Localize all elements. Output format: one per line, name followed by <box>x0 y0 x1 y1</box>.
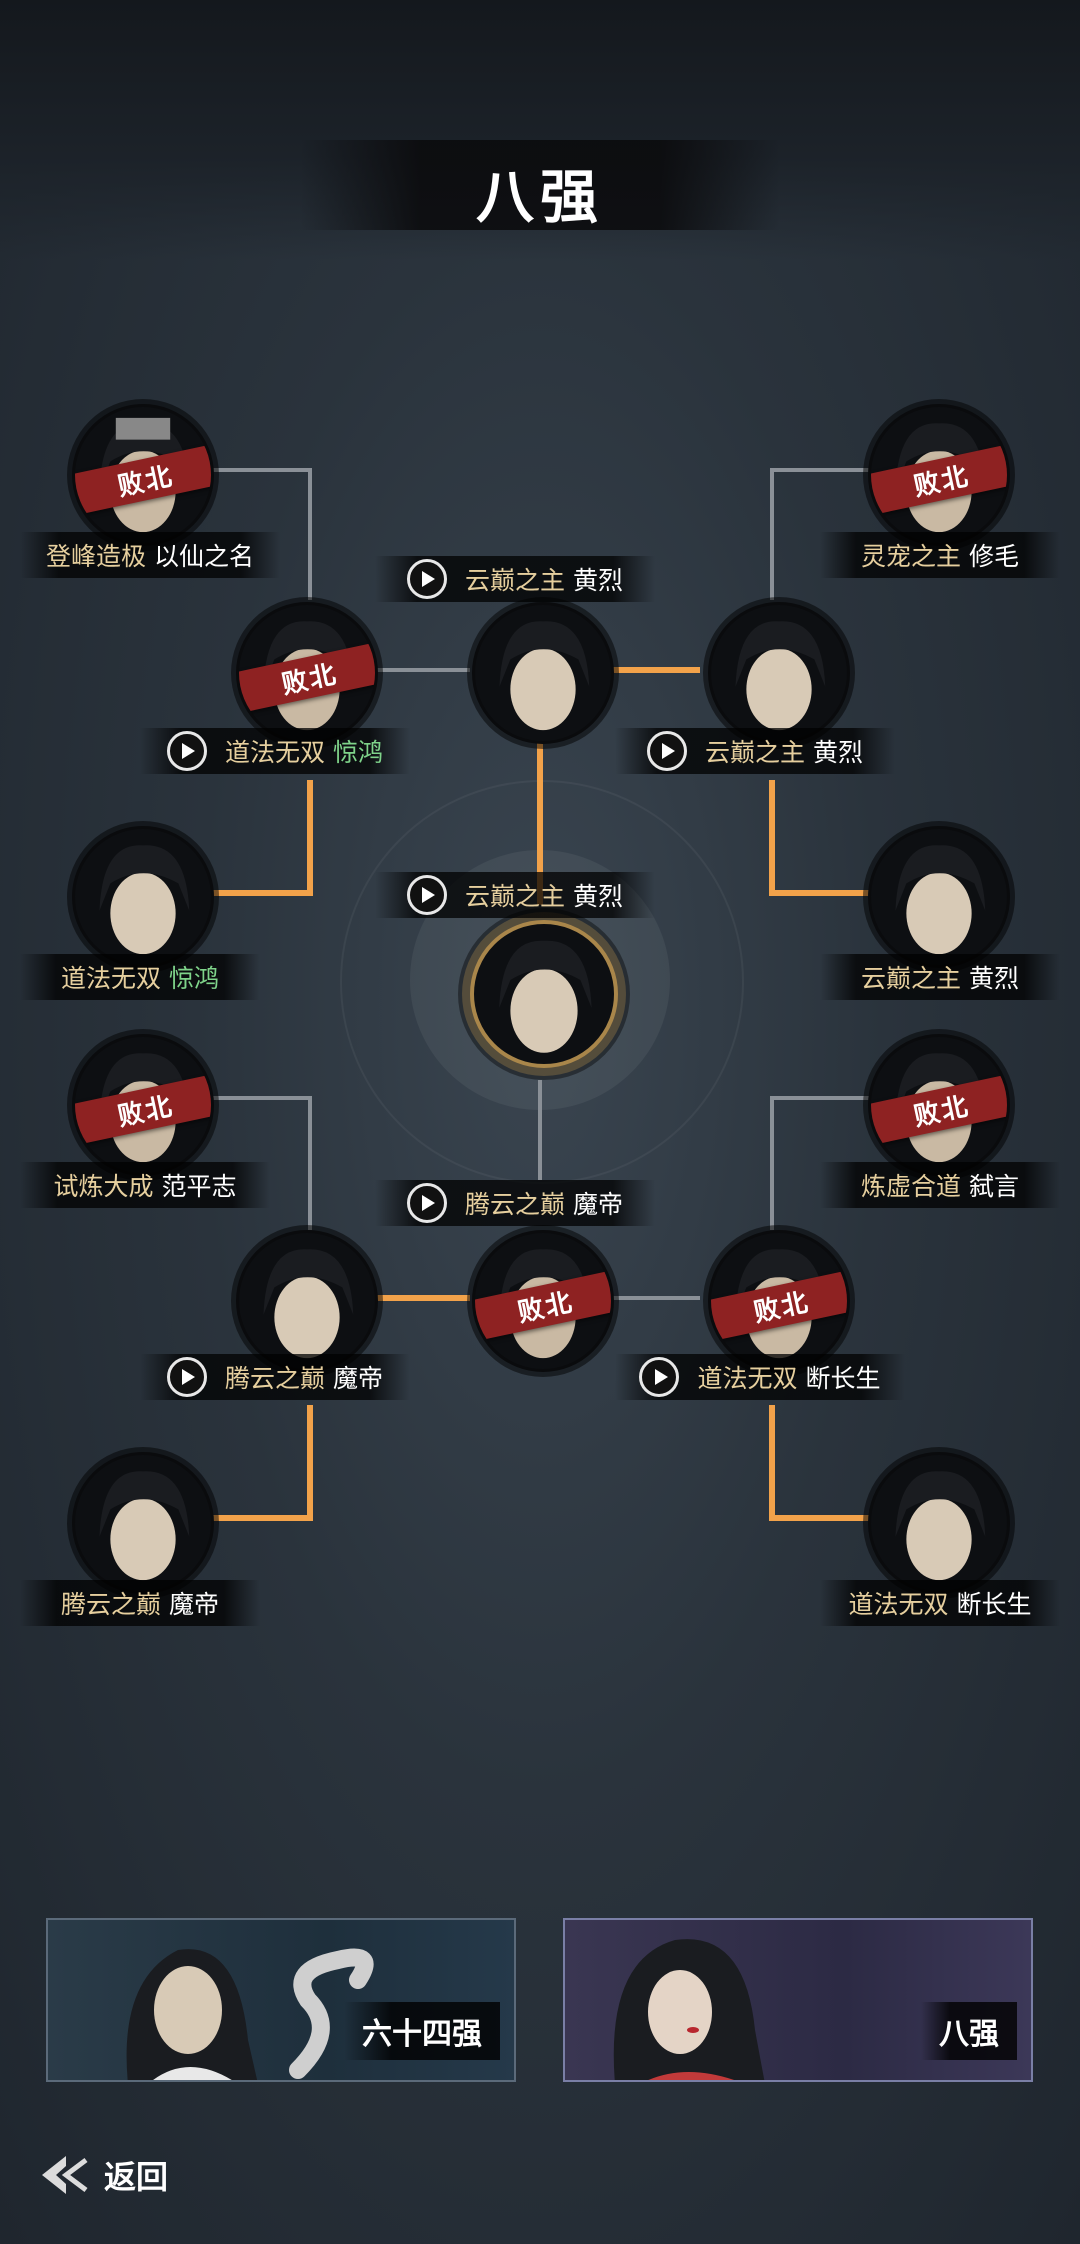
player-avatar-m2[interactable]: 败北 <box>236 602 378 744</box>
tab-round-of-64-label: 六十四强 <box>344 2002 500 2060</box>
player-avatar-m1[interactable] <box>472 602 614 744</box>
player-avatar-m6[interactable]: 败北 <box>708 1230 850 1372</box>
player-avatar-l8[interactable] <box>868 1452 1010 1594</box>
match-label-m4[interactable]: 腾云之巅魔帝 <box>375 1180 655 1226</box>
match-label-m6[interactable]: 道法无双断长生 <box>615 1354 905 1400</box>
incense-smoke-icon <box>289 1948 374 2079</box>
name-label-l6: 炼虚合道弑言 <box>820 1162 1060 1208</box>
name-label-l7: 腾云之巅魔帝 <box>20 1580 260 1626</box>
match-label-m1[interactable]: 云巅之主黄烈 <box>375 556 655 602</box>
replay-icon[interactable] <box>406 559 447 599</box>
name-label-l1: 登峰造极以仙之名 <box>20 532 280 578</box>
tab-top-eight-label: 八强 <box>921 2002 1017 2060</box>
replay-icon[interactable] <box>406 875 447 915</box>
match-label-final[interactable]: 云巅之主黄烈 <box>375 872 655 918</box>
tab-round-of-64[interactable]: 六十四强 <box>46 1918 516 2082</box>
back-button[interactable]: 返回 <box>34 2152 168 2198</box>
player-avatar-m5[interactable]: 败北 <box>472 1230 614 1372</box>
player-avatar-l5[interactable]: 败北 <box>72 1034 214 1176</box>
name-label-l3: 道法无双惊鸿 <box>20 954 260 1000</box>
replay-icon[interactable] <box>166 731 207 771</box>
character-portrait <box>126 1949 258 2080</box>
replay-icon[interactable] <box>646 731 687 771</box>
player-avatar-l6[interactable]: 败北 <box>868 1034 1010 1176</box>
player-avatar-l4[interactable] <box>868 826 1010 968</box>
player-avatar-l1[interactable]: 败北 <box>72 404 214 546</box>
player-avatar-l2[interactable]: 败北 <box>868 404 1010 546</box>
character-portrait <box>613 1939 765 2080</box>
match-label-m3[interactable]: 云巅之主黄烈 <box>615 728 895 774</box>
match-label-m2[interactable]: 道法无双惊鸿 <box>140 728 410 774</box>
name-label-l5: 试炼大成范平志 <box>20 1162 270 1208</box>
back-arrow-icon <box>34 2152 94 2198</box>
name-label-l2: 灵宠之主修毛 <box>820 532 1060 578</box>
match-label-m5[interactable]: 腾云之巅魔帝 <box>140 1354 410 1400</box>
player-avatar-m4[interactable] <box>236 1230 378 1372</box>
player-avatar-m3[interactable] <box>708 602 850 744</box>
replay-icon[interactable] <box>166 1357 207 1397</box>
champion-avatar[interactable] <box>470 920 618 1068</box>
replay-icon[interactable] <box>639 1357 680 1397</box>
tab-top-eight[interactable]: 八强 <box>563 1918 1033 2082</box>
page-title: 八强 <box>475 163 604 231</box>
player-avatar-l7[interactable] <box>72 1452 214 1594</box>
replay-icon[interactable] <box>406 1183 447 1223</box>
name-label-l4: 云巅之主黄烈 <box>820 954 1060 1000</box>
player-avatar-l3[interactable] <box>72 826 214 968</box>
name-label-l8: 道法无双断长生 <box>820 1580 1060 1626</box>
title-band <box>300 140 780 230</box>
